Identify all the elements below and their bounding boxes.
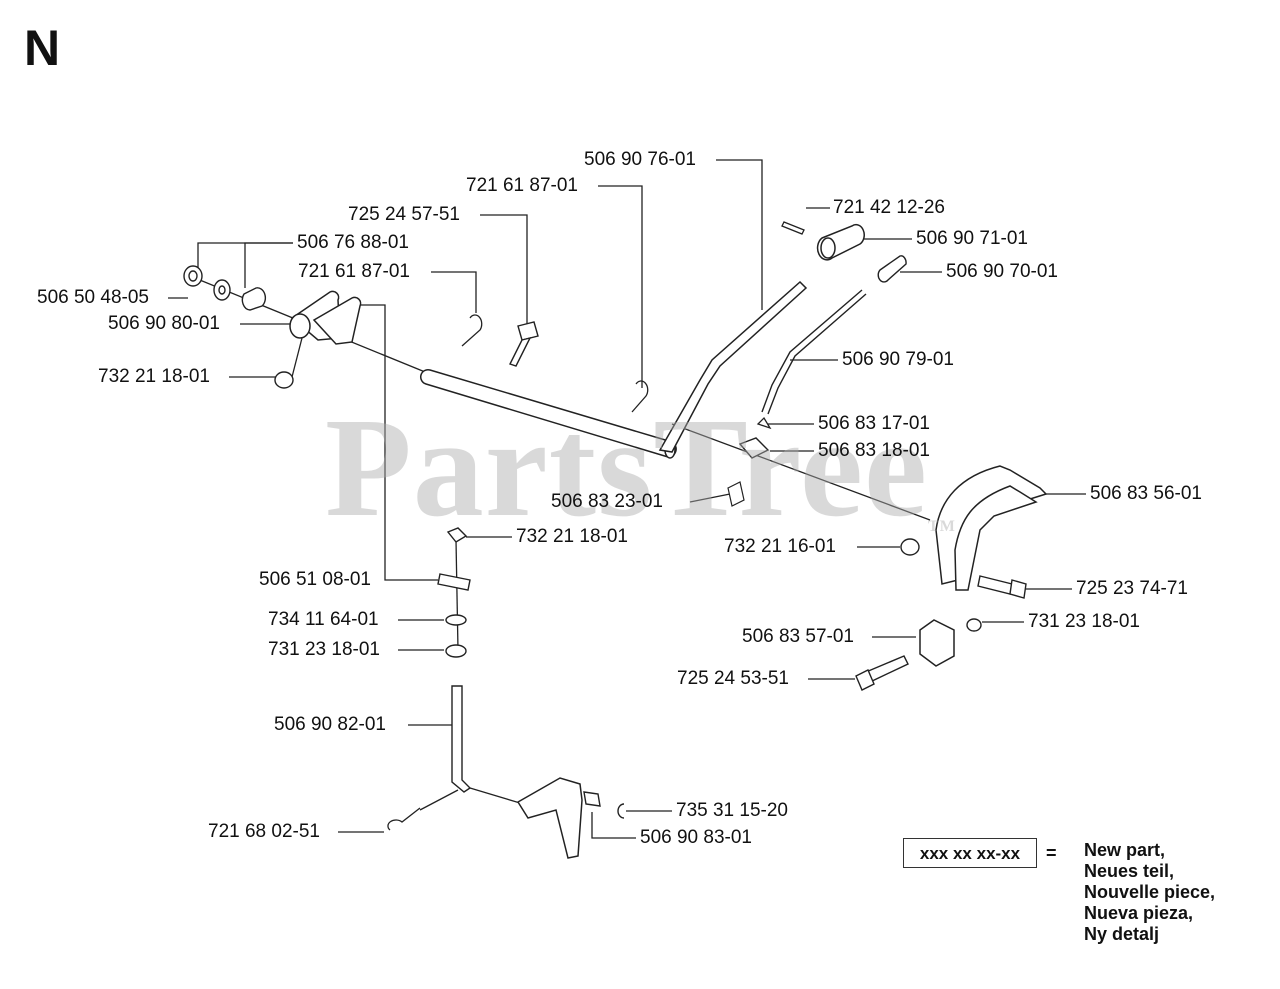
legend-line: Neues teil,	[1084, 861, 1175, 881]
spring	[727, 481, 745, 507]
grip-pin	[781, 221, 805, 235]
part-label[interactable]: 506 50 48-05	[37, 287, 149, 308]
part-label[interactable]: 725 24 53-51	[677, 668, 789, 689]
sleeve-block	[738, 437, 770, 459]
part-label[interactable]: 725 24 57-51	[348, 204, 460, 225]
part-label[interactable]: 721 42 12-26	[833, 197, 945, 218]
leader-line	[431, 271, 477, 313]
knob	[877, 255, 907, 283]
clamp-block	[919, 619, 955, 667]
cotter-pin	[461, 314, 649, 413]
legend-text: New part, Neues teil, Nouvelle piece, Nu…	[1084, 840, 1215, 945]
legend-line: Nouvelle piece,	[1084, 882, 1216, 902]
watermark-text: PartsTree	[325, 388, 929, 546]
leader-line	[598, 185, 643, 388]
part-label[interactable]: 506 90 82-01	[274, 714, 386, 735]
part-label[interactable]: 506 83 57-01	[742, 626, 854, 647]
leader-line	[480, 214, 528, 325]
link-pin	[437, 573, 471, 591]
part-label[interactable]: 506 51 08-01	[259, 569, 371, 590]
leader-line	[716, 159, 763, 310]
leader-line	[689, 493, 731, 503]
part-label[interactable]: 506 90 79-01	[842, 349, 954, 370]
part-label[interactable]: 506 83 56-01	[1090, 483, 1202, 504]
assembly-axis	[455, 539, 459, 651]
legend-box: xxx xx xx-xx	[903, 838, 1037, 868]
leader-line	[358, 304, 438, 581]
e-clip	[617, 803, 625, 819]
bolt	[509, 321, 539, 367]
assembly-axis	[469, 787, 521, 804]
legend-line: New part,	[1084, 840, 1166, 860]
nut	[445, 644, 467, 658]
part-label[interactable]: 732 21 18-01	[516, 526, 628, 547]
assembly-axis	[671, 423, 931, 521]
part-label[interactable]: 731 23 18-01	[1028, 611, 1140, 632]
bolt	[855, 655, 909, 691]
washer	[445, 614, 467, 626]
leader-line	[244, 242, 293, 288]
handle-grip	[816, 223, 865, 261]
part-label[interactable]: 506 76 88-01	[297, 232, 409, 253]
section-letter: N	[24, 20, 61, 76]
leader-line	[291, 337, 303, 378]
part-label[interactable]: 506 90 80-01	[108, 313, 220, 334]
part-label[interactable]: 506 83 17-01	[818, 413, 930, 434]
part-label[interactable]: 721 61 87-01	[298, 261, 410, 282]
nut	[966, 618, 982, 632]
part-label[interactable]: 725 23 74-71	[1076, 578, 1188, 599]
part-label[interactable]: 506 90 83-01	[640, 827, 752, 848]
sector-gear	[935, 465, 1048, 591]
lever-arm	[516, 777, 583, 859]
ferrule	[756, 416, 772, 430]
part-label[interactable]: 721 68 02-51	[208, 821, 320, 842]
nut	[446, 527, 468, 543]
bushing	[183, 265, 267, 311]
leader-line	[419, 789, 459, 811]
part-label[interactable]: 506 90 70-01	[946, 261, 1058, 282]
handle-lever	[658, 280, 808, 453]
part-label[interactable]: 732 21 16-01	[724, 536, 836, 557]
part-label[interactable]: 731 23 18-01	[268, 639, 380, 660]
part-label[interactable]: 732 21 18-01	[98, 366, 210, 387]
leader-line	[591, 812, 636, 839]
part-label[interactable]: 506 90 76-01	[584, 149, 696, 170]
bolt	[977, 575, 1027, 599]
legend-line: Nueva pieza,	[1084, 903, 1194, 923]
inner-rod	[761, 289, 867, 415]
cotter-pin	[387, 807, 421, 831]
shoulder-pin	[583, 791, 601, 807]
part-label[interactable]: 734 11 64-01	[268, 609, 379, 630]
nut	[900, 538, 920, 556]
watermark-trademark: TM	[928, 518, 956, 535]
legend-equals: =	[1046, 843, 1057, 863]
part-label[interactable]: 506 83 23-01	[551, 491, 663, 512]
threaded-rod	[451, 685, 472, 793]
part-label[interactable]: 721 61 87-01	[466, 175, 578, 196]
part-label[interactable]: 735 31 15-20	[676, 800, 788, 821]
watermark: PartsTreeTM	[325, 392, 956, 542]
part-label[interactable]: 506 83 18-01	[818, 440, 930, 461]
part-label[interactable]: 506 90 71-01	[916, 228, 1028, 249]
nut	[274, 371, 294, 389]
legend-line: Ny detalj	[1084, 924, 1160, 944]
pivot-bracket	[289, 290, 362, 345]
